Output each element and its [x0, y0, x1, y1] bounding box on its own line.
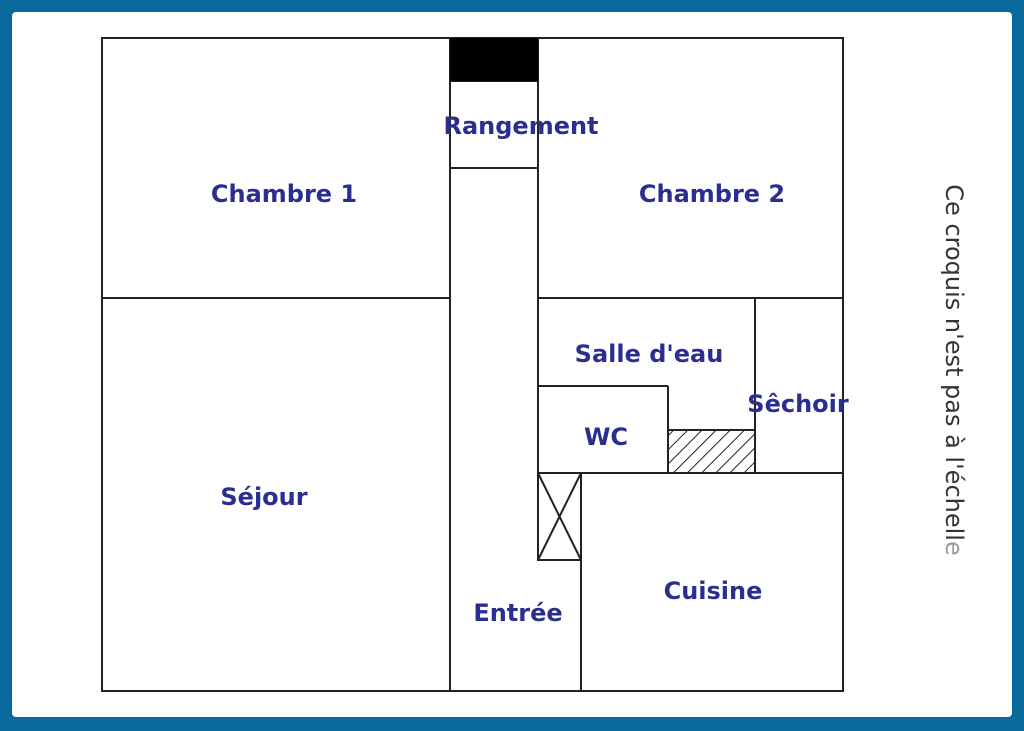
label-rangement: Rangement	[443, 112, 598, 140]
label-cuisine: Cuisine	[664, 577, 763, 605]
label-sechoir: Sêchoir	[747, 390, 849, 418]
scale-disclaimer: Ce croquis n'est pas à l'échelle	[940, 184, 968, 555]
scale-disclaimer-tail: e	[940, 540, 968, 556]
chimney-block	[450, 38, 538, 81]
label-chambre2: Chambre 2	[639, 180, 785, 208]
cupboard-cross-2	[537, 472, 582, 561]
label-sejour: Séjour	[220, 483, 307, 511]
hatched-area	[667, 429, 756, 474]
label-chambre1: Chambre 1	[211, 180, 357, 208]
scale-disclaimer-main: Ce croquis n'est pas à l'échell	[940, 184, 968, 541]
label-salle-eau: Salle d'eau	[575, 340, 724, 368]
label-wc: WC	[584, 423, 628, 451]
cupboard-box	[537, 472, 582, 561]
label-entree: Entrée	[473, 599, 562, 627]
plan-frame	[12, 12, 1012, 717]
